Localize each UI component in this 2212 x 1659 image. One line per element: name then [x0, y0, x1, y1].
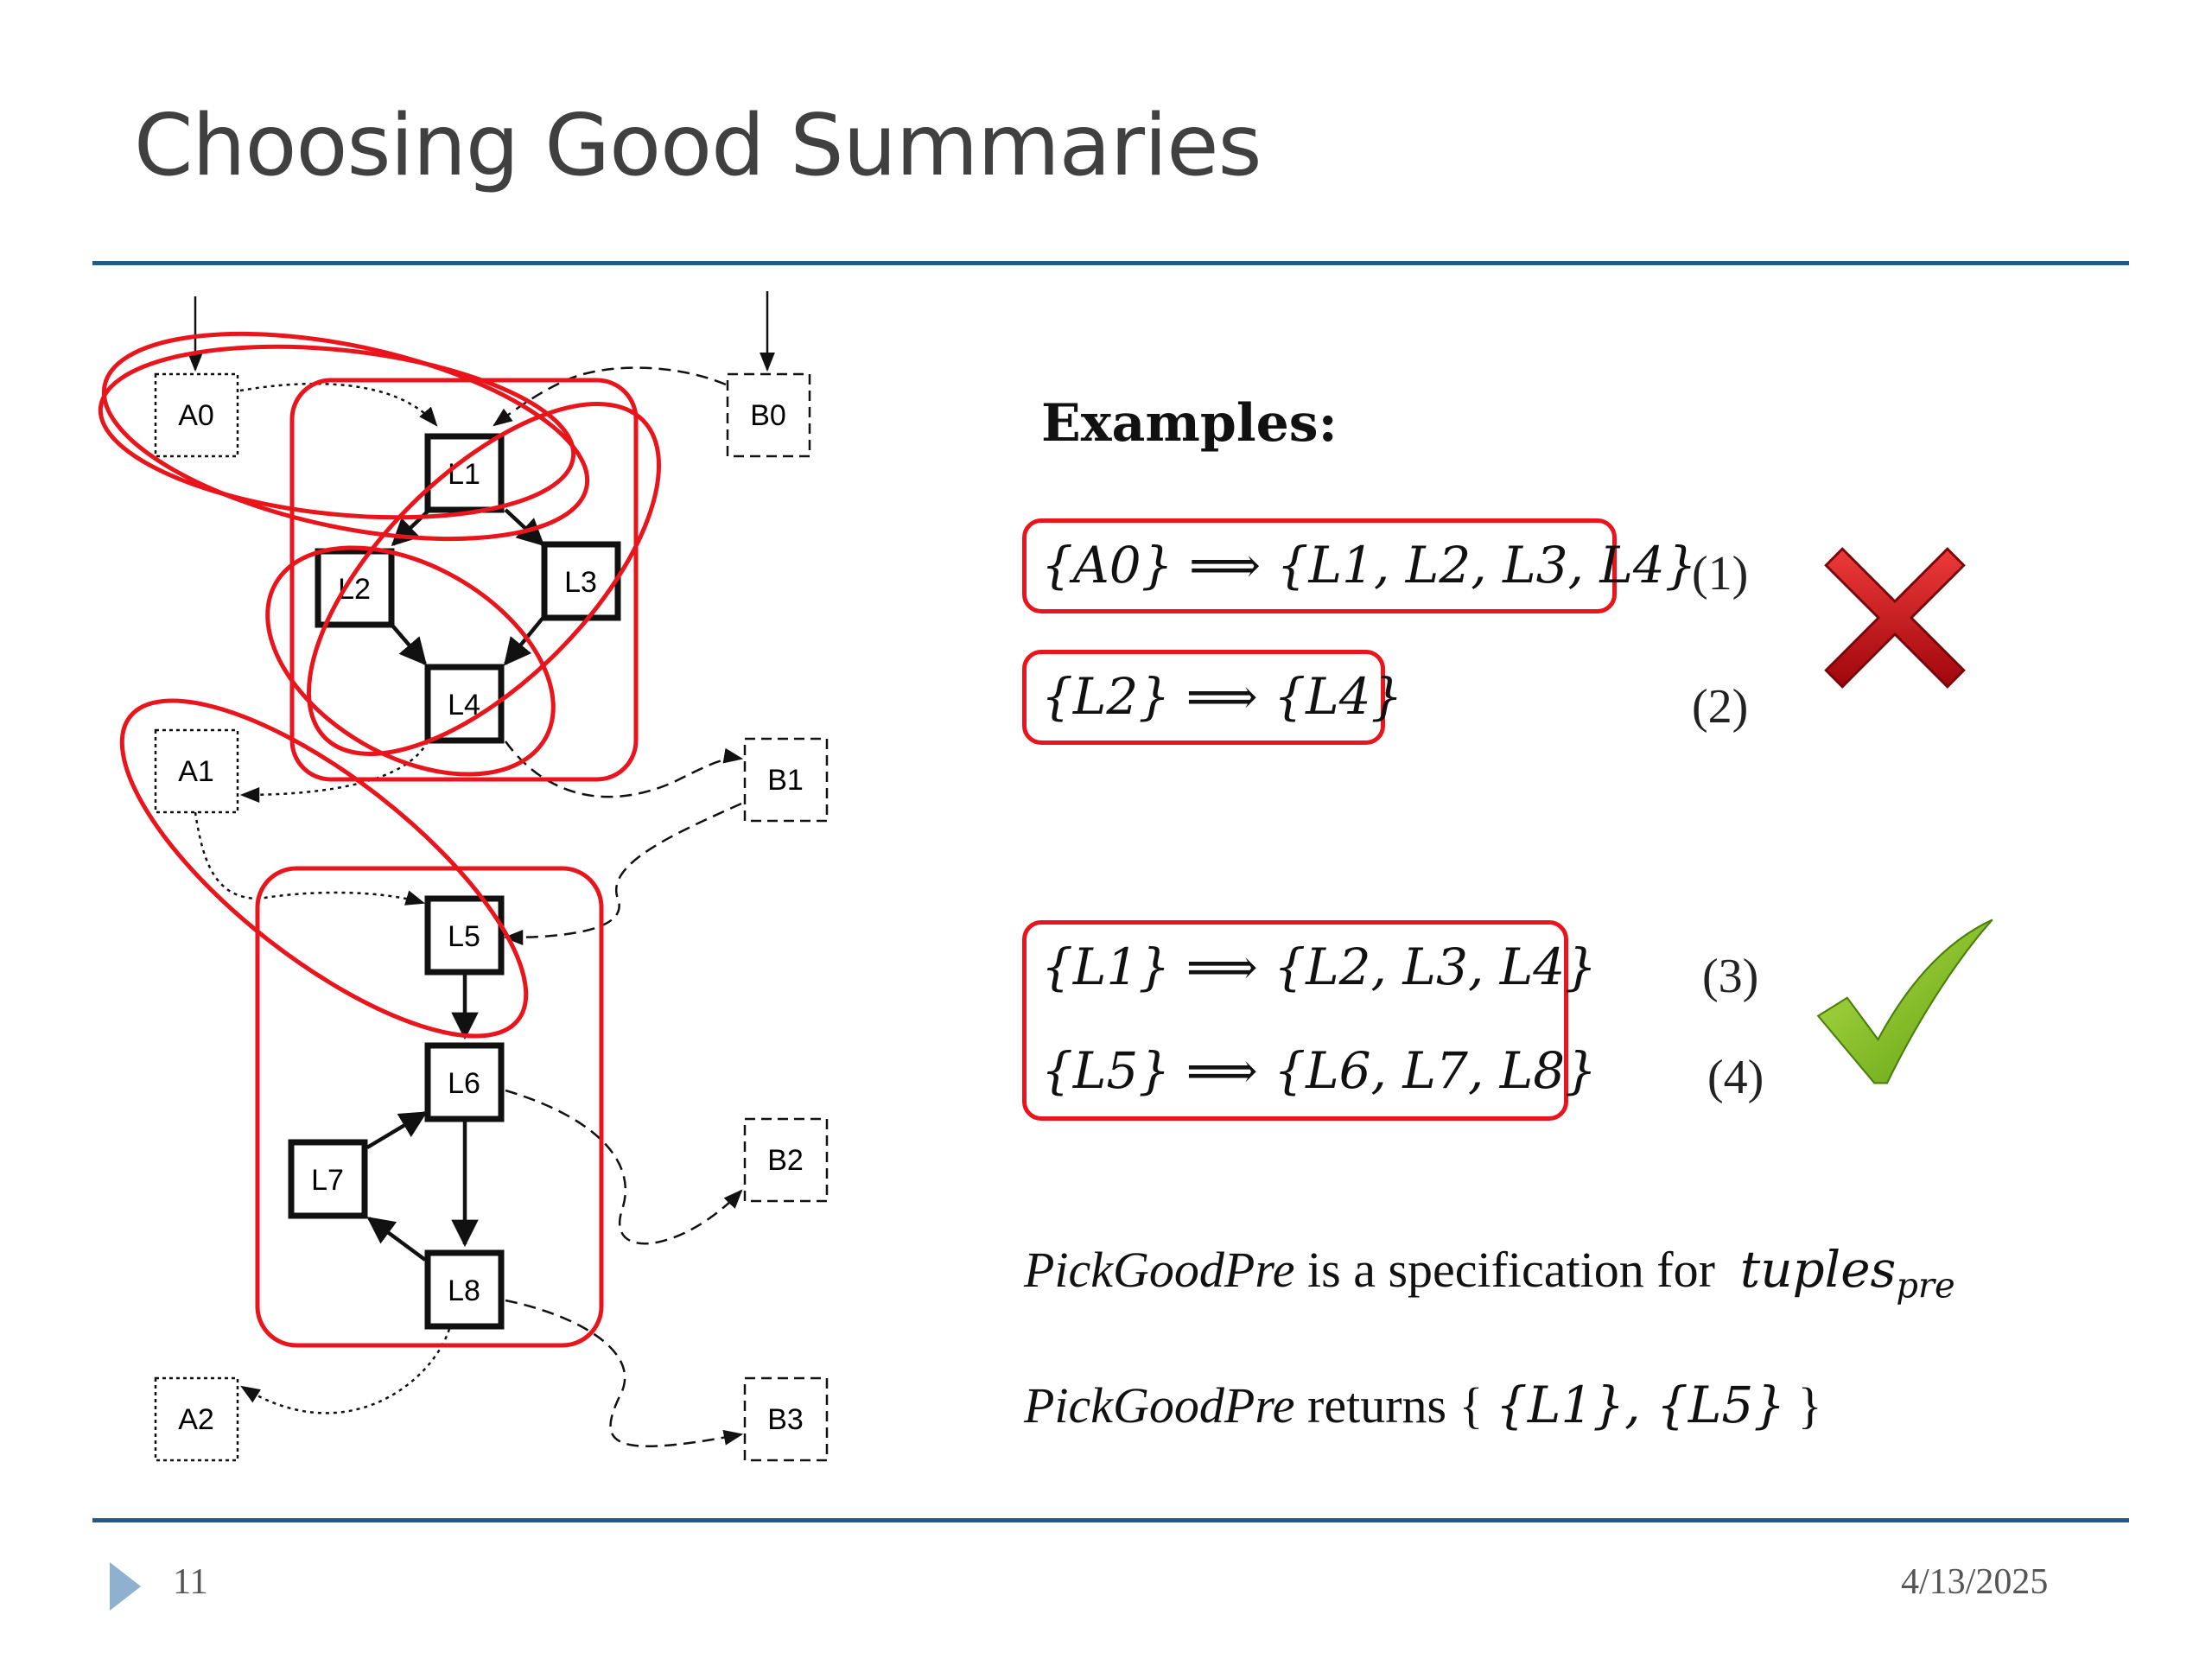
bottom-rule [92, 1518, 2129, 1522]
statement-text-end: } [1785, 1377, 1822, 1433]
node-a1: A1 [154, 728, 239, 814]
red-x-icon [1824, 547, 1966, 689]
footer-triangle-icon [110, 1562, 141, 1611]
node-a0: A0 [154, 372, 239, 458]
svg-text:L7: L7 [311, 1164, 344, 1197]
edge-l4-a1 [239, 741, 429, 803]
slide-title: Choosing Good Summaries [134, 97, 1262, 195]
svg-text:B3: B3 [767, 1403, 804, 1436]
tuples-subscript: pre [1896, 1266, 1955, 1306]
node-l1: L1 [424, 433, 505, 513]
statement-returns: PickGoodPre returns { {L1}, {L5} } [1024, 1376, 1822, 1434]
edge-l8-l7 [366, 1217, 427, 1262]
svg-text:B2: B2 [767, 1144, 804, 1177]
example-1-text: {A0} ⟹ {L1, L2, L3, L4} [1041, 536, 1697, 594]
svg-text:A1: A1 [178, 755, 214, 788]
statement-specification: PickGoodPre is a specification for tuple… [1024, 1240, 1955, 1306]
tuples-variable: tuples [1739, 1240, 1897, 1299]
node-l5: L5 [424, 895, 505, 976]
node-l4: L4 [424, 664, 505, 744]
node-l3: L3 [541, 541, 621, 621]
node-l7: L7 [288, 1139, 368, 1219]
example-2-text: {L2} ⟹ {L4} [1041, 667, 1403, 726]
node-b3: B3 [743, 1376, 829, 1462]
edge-l6-b2 [505, 1089, 743, 1245]
svg-text:A2: A2 [178, 1403, 214, 1436]
examples-heading: Examples: [1041, 393, 1338, 454]
statement-text: is a specification for [1294, 1242, 1728, 1298]
edge-l7-l6 [365, 1111, 428, 1149]
example-4-text: {L5} ⟹ {L6, L7, L8} [1041, 1041, 1598, 1100]
function-name: PickGoodPre [1024, 1242, 1295, 1298]
svg-text:B1: B1 [767, 764, 804, 797]
slide-date: 4/13/2025 [1901, 1562, 2049, 1602]
edge-l8-b3 [505, 1299, 744, 1448]
highlight-ellipse-l1-l4-tilted [307, 402, 661, 756]
node-b0: B0 [726, 372, 811, 458]
svg-text:L3: L3 [564, 566, 597, 599]
svg-text:A0: A0 [178, 399, 214, 432]
svg-text:L8: L8 [448, 1274, 480, 1307]
highlight-ellipse-a0-l1-a [98, 344, 576, 520]
example-4-number: (4) [1707, 1051, 1764, 1104]
example-3-number: (3) [1702, 950, 1759, 1003]
example-3-text: {L1} ⟹ {L2, L3, L4} [1041, 938, 1598, 996]
node-b1: B1 [743, 737, 829, 823]
edge-l4-b1 [504, 741, 744, 798]
edge-l8-a2 [240, 1328, 451, 1414]
svg-text:L6: L6 [448, 1067, 480, 1100]
highlight-box-l5-l8 [255, 866, 604, 1348]
top-rule [92, 261, 2129, 265]
function-name: PickGoodPre [1024, 1377, 1295, 1433]
edge-a1-l5 [194, 811, 426, 906]
example-box-1 [1022, 518, 1617, 613]
svg-text:B0: B0 [750, 399, 786, 432]
edge-b1-l5 [503, 802, 742, 945]
return-value: {L1}, {L5} [1495, 1376, 1786, 1434]
edge-l1-l3 [504, 508, 545, 547]
node-l6: L6 [424, 1042, 505, 1122]
example-box-3-4 [1022, 920, 1568, 1121]
statement-text: returns { [1294, 1377, 1496, 1433]
svg-text:L1: L1 [448, 458, 480, 491]
highlight-ellipse-a0-l1-b [101, 331, 590, 542]
node-b2: B2 [743, 1117, 829, 1203]
node-a2: A2 [154, 1376, 239, 1462]
edge-b0-l1 [493, 366, 727, 427]
edge-l3-l4 [504, 614, 546, 666]
flow-diagram: A0 B0 L1 L2 L3 L4 A1 B1 L5 L6 L7 L8 [98, 291, 829, 1462]
green-check-icon [1816, 918, 1993, 1084]
example-2-number: (2) [1692, 680, 1749, 734]
highlight-ellipse-l2-l4 [265, 545, 556, 777]
example-1-number: (1) [1692, 547, 1749, 601]
node-l8: L8 [424, 1249, 505, 1330]
highlight-ellipse-a1-l5 [119, 698, 529, 1039]
edge-a0-l1 [239, 382, 438, 427]
svg-text:L5: L5 [448, 920, 480, 953]
edge-l2-l4 [391, 625, 428, 666]
page-number: 11 [173, 1562, 208, 1602]
example-box-2 [1022, 650, 1385, 745]
highlight-box-l1-l4 [289, 378, 639, 782]
